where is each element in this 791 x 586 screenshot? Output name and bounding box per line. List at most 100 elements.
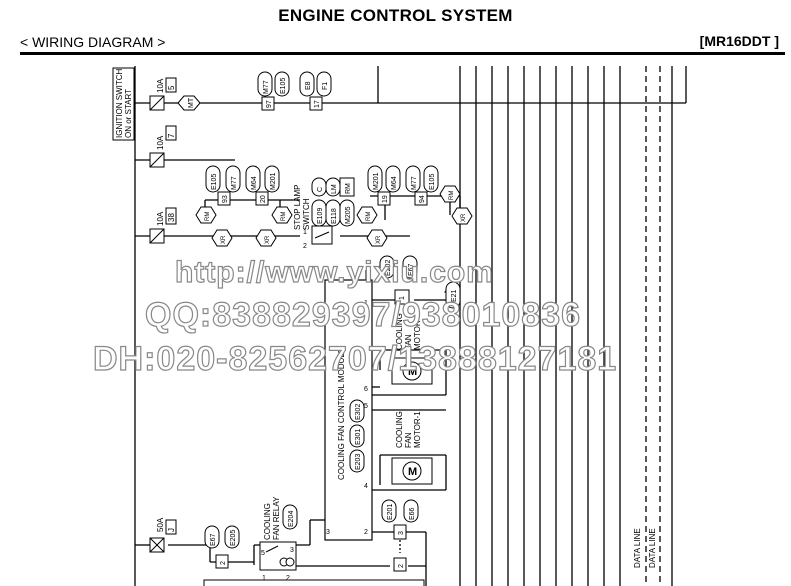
svg-text:3: 3 [326, 529, 330, 536]
svg-text:6: 6 [364, 386, 368, 393]
left-connector-group: E105 M77 M64 M201 93 20 RM XR XR RM [195, 165, 293, 247]
svg-text:2: 2 [220, 561, 227, 565]
svg-text:COOLING FAN CONTROL MODULE: COOLING FAN CONTROL MODULE [337, 348, 346, 480]
svg-text:2: 2 [303, 243, 307, 250]
header-rule [20, 52, 785, 55]
svg-text:94: 94 [419, 195, 426, 203]
svg-text:FAN RELAY: FAN RELAY [272, 496, 281, 540]
svg-text:E205: E205 [230, 530, 237, 546]
svg-text:M77: M77 [231, 176, 238, 190]
svg-text:7: 7 [167, 133, 176, 138]
svg-text:E202: E202 [385, 260, 392, 276]
svg-text:RM: RM [205, 212, 211, 221]
svg-text:RM: RM [366, 212, 372, 221]
fuse-4: 50A J [149, 517, 177, 553]
svg-text:RM: RM [449, 191, 455, 200]
svg-text:MOTOR-1: MOTOR-1 [413, 411, 422, 448]
svg-text:M77: M77 [263, 80, 270, 94]
svg-text:M205: M205 [345, 206, 352, 224]
svg-text:E66: E66 [409, 507, 416, 520]
svg-text:17: 17 [314, 100, 321, 108]
svg-text:5: 5 [167, 85, 176, 90]
svg-text:4: 4 [364, 483, 368, 490]
svg-text:E302: E302 [355, 404, 362, 420]
ignition-label-2: ON or START [124, 89, 133, 138]
svg-text:E201: E201 [387, 504, 394, 520]
svg-text:3: 3 [398, 531, 405, 535]
svg-text:97: 97 [266, 100, 273, 108]
svg-text:10A: 10A [156, 211, 165, 226]
svg-text:LM: LM [331, 184, 338, 194]
svg-text:MOTOR-2: MOTOR-2 [413, 313, 422, 350]
svg-text:19: 19 [382, 195, 389, 203]
svg-text:10A: 10A [156, 135, 165, 150]
svg-text:1: 1 [262, 575, 266, 582]
svg-text:1: 1 [303, 229, 307, 236]
svg-text:XR: XR [221, 235, 227, 244]
page-title: ENGINE CONTROL SYSTEM [278, 6, 513, 25]
svg-text:C: C [317, 187, 324, 192]
svg-text:E105: E105 [429, 174, 436, 190]
ignition-switch: IGNITION SWITCH ON or START [112, 67, 135, 141]
svg-text:E301: E301 [355, 429, 362, 445]
svg-text:XR: XR [265, 235, 271, 244]
svg-text:M64: M64 [251, 176, 258, 190]
svg-text:2: 2 [286, 575, 290, 582]
svg-text:3: 3 [290, 547, 294, 554]
svg-text:J: J [167, 528, 176, 532]
svg-text:STOP LAMP: STOP LAMP [293, 185, 302, 231]
cooling-fan-control-module: COOLING FAN CONTROL MODULE E302 E301 E20… [324, 279, 373, 541]
svg-text:COOLING: COOLING [263, 503, 272, 540]
section-label: < WIRING DIAGRAM > [20, 34, 166, 50]
svg-text:E118: E118 [331, 208, 338, 224]
svg-text:5: 5 [261, 550, 265, 557]
fuse-3: 10A 38 [149, 207, 177, 244]
svg-text:MT: MT [188, 97, 195, 108]
svg-text:5: 5 [364, 403, 368, 410]
data-line-label-2: DATA LINE [648, 528, 657, 568]
svg-text:M64: M64 [391, 176, 398, 190]
svg-text:COOLING: COOLING [395, 411, 404, 448]
svg-text:10A: 10A [156, 78, 165, 93]
mt-tag: MT [177, 95, 201, 111]
model-code: [MR16DDT ] [699, 33, 779, 49]
svg-text:E21: E21 [451, 289, 458, 302]
svg-text:E8: E8 [305, 81, 312, 90]
svg-text:1: 1 [399, 296, 406, 300]
svg-text:1: 1 [364, 300, 368, 307]
stop-lamp-switch: STOP LAMP SWITCH 1 2 C E109 LM E118 RM M… [293, 177, 355, 250]
cooling-fan-motor-2: E202 E67 1 E21 COOLING FAN MOTOR-2 M [379, 255, 461, 385]
svg-text:2: 2 [364, 529, 368, 536]
svg-text:XR: XR [461, 213, 467, 222]
top-connector-block: M77 E105 E8 F1 97 17 [257, 71, 332, 111]
svg-text:50A: 50A [156, 517, 165, 532]
svg-text:E109: E109 [317, 208, 324, 224]
svg-text:FAN: FAN [404, 432, 413, 448]
svg-text:93: 93 [222, 195, 229, 203]
svg-text:RM: RM [345, 183, 352, 194]
svg-text:E67: E67 [210, 533, 217, 546]
svg-text:E204: E204 [288, 511, 295, 527]
svg-text:2: 2 [398, 564, 405, 568]
watermark-line-2: QQ:838829397/938010836 [145, 296, 581, 334]
data-line-label-1: DATA LINE [633, 528, 642, 568]
svg-text:E67: E67 [408, 263, 415, 276]
cooling-fan-motor-1: COOLING FAN MOTOR-1 M E201 E66 3 [381, 411, 433, 540]
svg-text:M201: M201 [270, 172, 277, 190]
svg-text:20: 20 [260, 195, 267, 203]
svg-text:F1: F1 [322, 82, 329, 90]
fuse-2: 10A 7 [149, 125, 177, 168]
ignition-label-1: IGNITION SWITCH [115, 68, 124, 138]
svg-text:38: 38 [167, 213, 176, 222]
svg-text:COOLING: COOLING [395, 313, 404, 350]
bottom-component [203, 579, 425, 586]
svg-text:RM: RM [281, 212, 287, 221]
svg-text:SWITCH: SWITCH [302, 198, 311, 230]
svg-text:M201: M201 [373, 172, 380, 190]
svg-text:E105: E105 [211, 174, 218, 190]
fuse-1: 10A 5 [149, 77, 177, 111]
svg-text:M: M [408, 466, 417, 478]
svg-text:E105: E105 [280, 78, 287, 94]
cooling-fan-relay: COOLING FAN RELAY E204 5 3 1 2 [259, 496, 298, 582]
